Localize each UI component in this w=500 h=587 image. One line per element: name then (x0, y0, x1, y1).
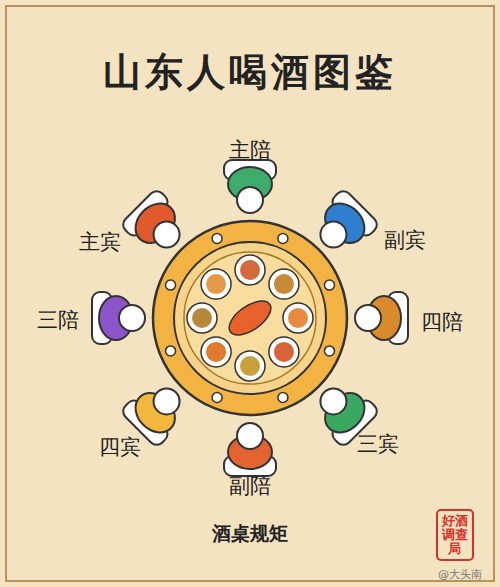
seat-label: 主陪 (225, 134, 275, 166)
seat-figure (224, 160, 276, 213)
seat-name: 四宾 (99, 435, 141, 459)
title: 山东人喝酒图鉴 (103, 47, 397, 98)
seat-name: 主陪 (229, 138, 271, 162)
seat-figure (306, 188, 380, 262)
caption: 酒桌规矩 (212, 521, 288, 547)
watermark: @大头南 (438, 567, 482, 582)
seat-figure (92, 292, 145, 344)
seat-figure (120, 188, 194, 262)
seat-name: 主宾 (79, 230, 121, 254)
seat-name: 四陪 (421, 310, 463, 334)
seat-label: 三宾 (353, 428, 403, 460)
seat-name: 三宾 (357, 432, 399, 456)
seat-label: 三陪 (33, 304, 83, 336)
seat-label: 副宾 (380, 224, 430, 256)
seat-name: 副陪 (229, 474, 271, 498)
seat-name: 副宾 (384, 228, 426, 252)
seat-label: 四陪 (417, 306, 467, 338)
seal-stamp: 好酒调查局 (436, 509, 473, 562)
seat-figure (355, 292, 408, 344)
seat-name: 三陪 (37, 308, 79, 332)
seat-figure (224, 423, 276, 476)
seat-label: 四宾 (95, 431, 145, 463)
seat-label: 主宾 (75, 226, 125, 258)
seat-label: 副陪 (225, 470, 275, 502)
